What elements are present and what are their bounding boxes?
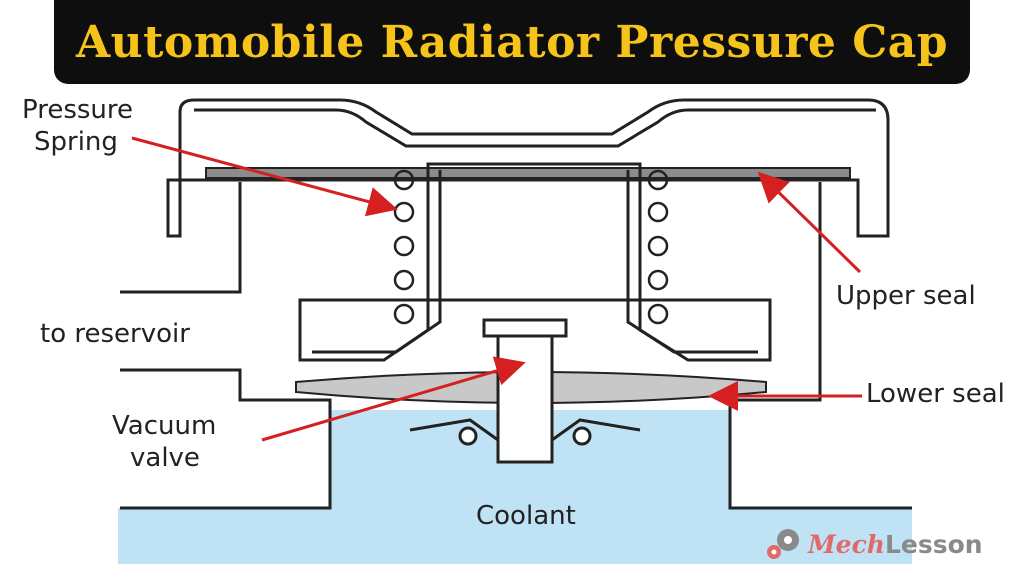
logo-text-lesson: Lesson	[884, 529, 983, 559]
logo-text-mech: Mech	[808, 529, 885, 559]
upper-seal-shape	[205, 167, 851, 179]
plunger	[298, 162, 772, 362]
mechlesson-logo: Mech Lesson	[808, 522, 983, 566]
cap-shell	[166, 98, 890, 238]
pressure-spring-coils	[393, 169, 669, 325]
label-upper-seal: Upper seal	[836, 281, 976, 311]
logo-gear-icon	[767, 529, 799, 559]
diagram-title: Automobile Radiator Pressure Cap	[75, 16, 949, 68]
arrow-vacuum-valve	[261, 356, 526, 442]
label-to-reservoir: to reservoir	[40, 319, 190, 349]
label-coolant: Coolant	[476, 501, 576, 531]
label-arrows	[131, 136, 862, 442]
arrow-upper-seal	[757, 171, 862, 274]
coolant-area	[118, 410, 912, 564]
label-vacuum-valve: Vacuum valve	[112, 411, 217, 473]
arrow-pressure-spring	[131, 136, 398, 217]
label-lower-seal: Lower seal	[866, 379, 1005, 409]
title-banner: Automobile Radiator Pressure Cap	[54, 0, 970, 84]
label-pressure-spring: Pressure Spring	[22, 95, 134, 157]
